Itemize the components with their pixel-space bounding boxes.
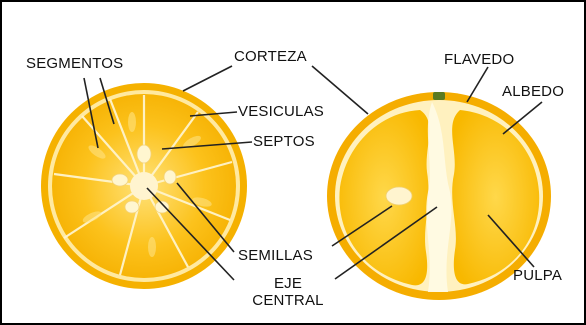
label-eje-central: EJE CENTRAL — [242, 276, 334, 309]
leader-corteza — [183, 66, 232, 91]
label-septos: SEPTOS — [253, 134, 315, 150]
label-corteza: CORTEZA — [234, 49, 307, 65]
leader-flavedo — [467, 67, 488, 102]
label-albedo: ALBEDO — [502, 84, 564, 100]
right-stem — [433, 92, 445, 100]
label-eje-central-line2: CENTRAL — [242, 293, 334, 309]
label-semillas: SEMILLAS — [238, 248, 313, 264]
label-flavedo: FLAVEDO — [444, 52, 514, 68]
right-seed — [386, 187, 412, 205]
label-segmentos: SEGMENTOS — [26, 56, 123, 72]
label-pulpa: PULPA — [513, 268, 562, 284]
label-vesiculas: VESICULAS — [238, 104, 324, 120]
label-eje-central-line1: EJE — [242, 276, 334, 292]
